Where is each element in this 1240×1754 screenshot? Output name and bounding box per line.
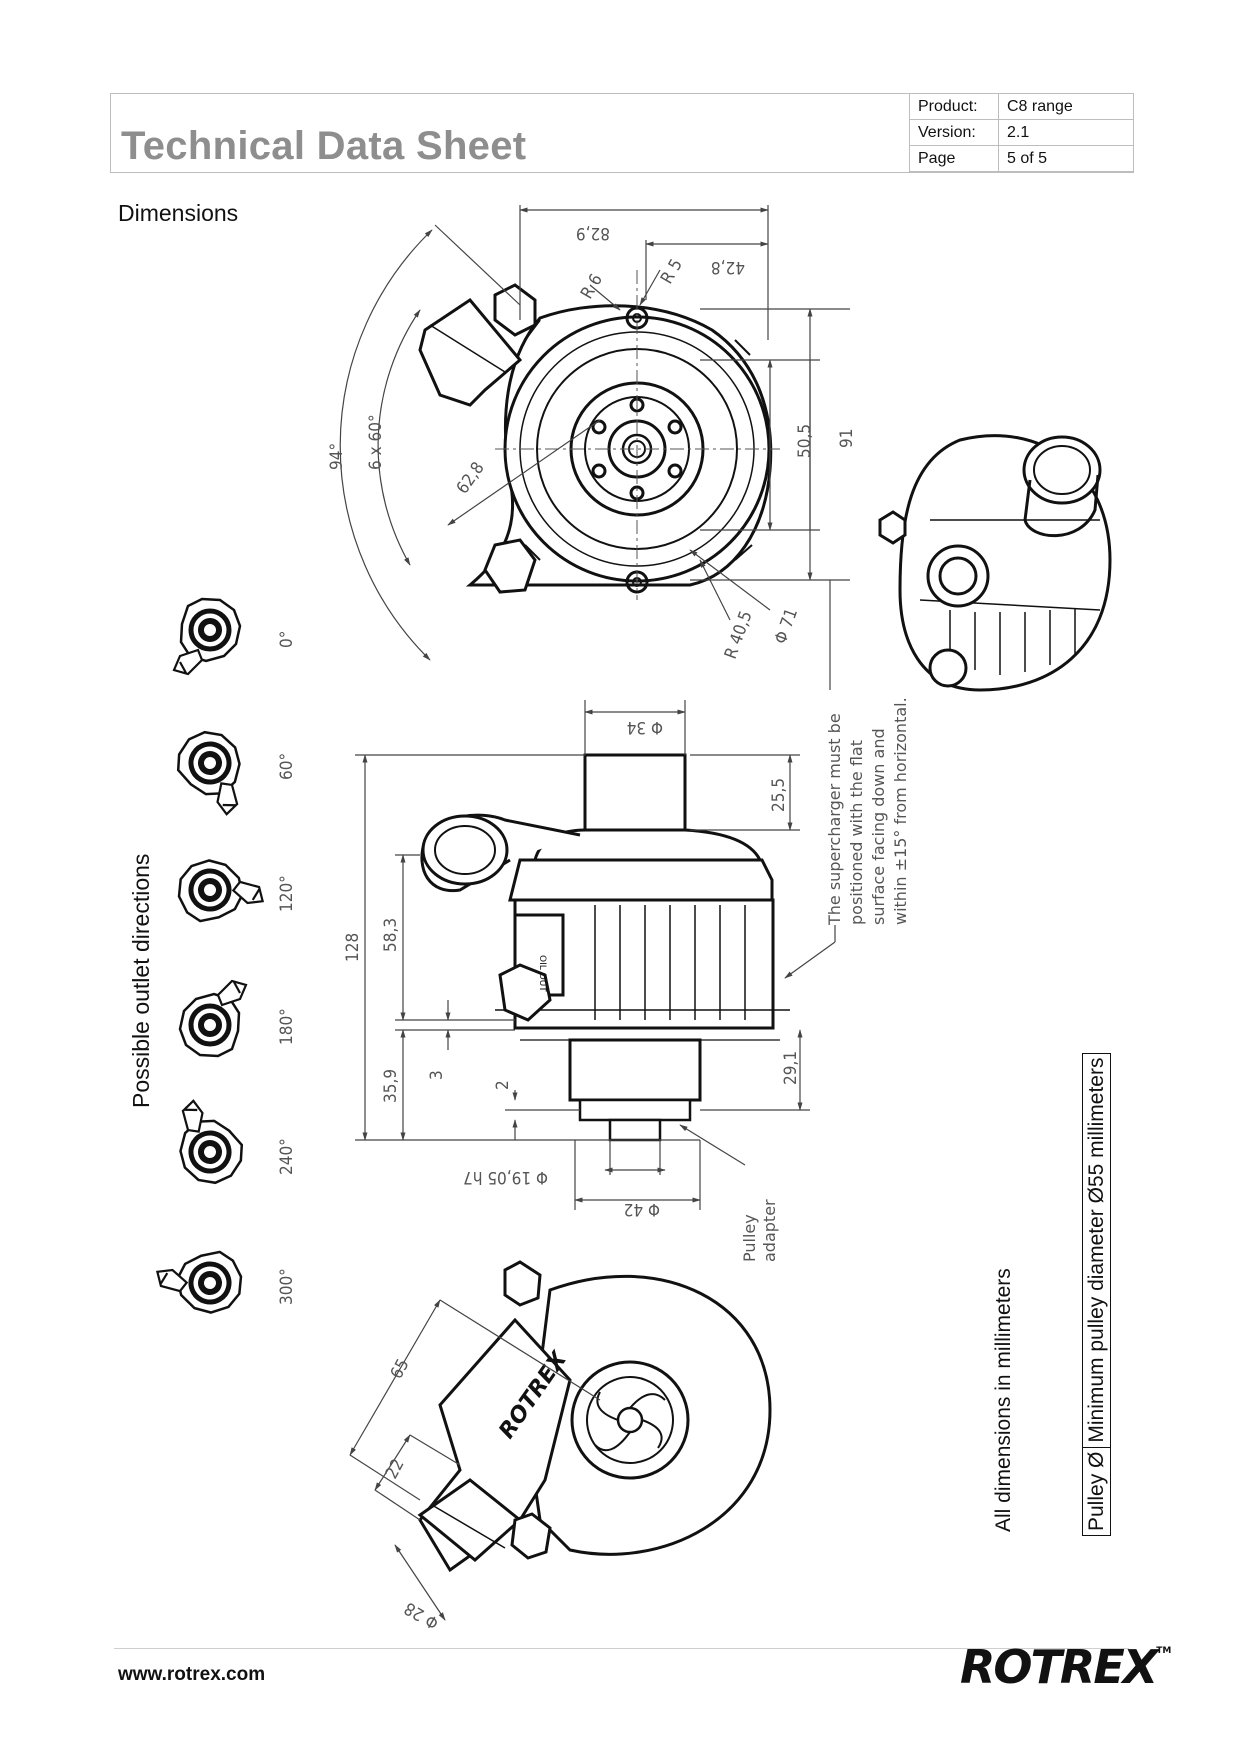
dim-r40-5: R 40,5	[721, 608, 757, 661]
dim-6x60: 6 x 60°	[366, 414, 386, 470]
dim-3: 3	[427, 1070, 447, 1080]
angle-240: 240°	[277, 1138, 297, 1175]
outlet-mini-60	[165, 722, 263, 817]
dim-65: 65	[387, 1356, 414, 1383]
dim-phi28: Φ 28	[401, 1597, 442, 1633]
front-dims	[349, 1299, 601, 1621]
outlet-angle-labels: 0° 60° 120° 180° 240° 300°	[277, 631, 297, 1305]
angle-0: 0°	[277, 631, 297, 648]
mount-note-line1: The supercharger must be	[825, 713, 844, 926]
logo-text: ROTREX	[960, 1640, 1158, 1694]
side-dims	[355, 700, 836, 1210]
dim-62-8: 62,8	[453, 459, 489, 498]
section-title: Dimensions	[118, 200, 239, 226]
pulley-adapter-line1: Pulley	[740, 1214, 759, 1262]
outlet-mini-180	[180, 981, 246, 1056]
outlet-mini-120	[168, 842, 266, 937]
pulley-label: Pulley Ø	[1082, 1447, 1111, 1536]
header-box: Technical Data Sheet Product: C8 range V…	[110, 93, 1134, 173]
top-view	[418, 270, 780, 600]
dim-r5: R 5	[657, 256, 687, 288]
top-dims	[339, 205, 850, 690]
dim-phi42: Φ 42	[624, 1199, 660, 1219]
mount-note-line4: within ±15° from horizontal.	[891, 697, 910, 925]
footer-url[interactable]: www.rotrex.com	[118, 1664, 266, 1685]
outlet-directions	[154, 599, 266, 1331]
dim-128: 128	[343, 933, 363, 962]
pulley-value: Minimum pulley diameter Ø55 millimeters	[1082, 1053, 1111, 1448]
meta-value: 5 of 5	[998, 145, 1134, 172]
rotrex-logo: ROTREXTM	[960, 1640, 1171, 1694]
dim-42-8: 42,8	[711, 257, 745, 277]
pulley-adapter-label: Pulley adapter	[740, 1199, 779, 1262]
meta-row: Page 5 of 5	[909, 145, 1134, 172]
dim-58-3: 58,3	[381, 918, 401, 952]
all-dimensions-note: All dimensions in millimeters	[992, 1268, 1015, 1532]
meta-row: Version: 2.1	[909, 119, 1134, 146]
outlet-mini-0	[174, 599, 240, 674]
outlet-directions-title: Possible outlet directions	[128, 853, 154, 1108]
dim-phi71: Φ 71	[771, 606, 802, 647]
dim-phi19-05: Φ 19,05 h7	[463, 1167, 548, 1187]
dim-50-5: 50,5	[795, 424, 815, 458]
dim-94deg: 94°	[327, 443, 347, 470]
page-title: Technical Data Sheet	[121, 124, 527, 168]
mounting-note: The supercharger must be positioned with…	[825, 697, 910, 926]
dim-35-9: 35,9	[381, 1069, 401, 1103]
oil-out-label: OIL OUT	[537, 955, 547, 992]
mount-note-line2: positioned with the flat	[847, 740, 866, 925]
iso-view	[878, 434, 1112, 692]
dim-82-9: 82,9	[576, 223, 610, 243]
mount-note-line3: surface facing down and	[869, 728, 888, 925]
pulley-adapter-line2: adapter	[760, 1199, 779, 1262]
dim-r6: R 6	[577, 271, 607, 303]
side-view: OIL OUT	[420, 753, 790, 1142]
meta-table: Product: C8 range Version: 2.1 Page 5 of…	[909, 93, 1134, 172]
outlet-mini-300	[154, 1236, 252, 1331]
dim-29-1: 29,1	[781, 1051, 801, 1085]
top-bolts	[591, 397, 683, 501]
angle-300: 300°	[277, 1268, 297, 1305]
side-dim-labels: Φ 34 25,5 128 58,3 35,9 3 2 29,1 Φ 19,05…	[343, 717, 801, 1219]
angle-120: 120°	[277, 875, 297, 912]
pulley-table: Pulley Ø Minimum pulley diameter Ø55 mil…	[1082, 1053, 1111, 1536]
side-inlet-pipe	[583, 753, 687, 832]
pulley-row: Pulley Ø Minimum pulley diameter Ø55 mil…	[1082, 1053, 1111, 1536]
meta-key: Version:	[909, 119, 999, 146]
dim-phi34: Φ 34	[627, 717, 663, 737]
dim-91: 91	[837, 429, 857, 448]
trademark-mark: TM	[1156, 1646, 1172, 1656]
angle-180: 180°	[277, 1008, 297, 1045]
outlet-mini-240	[157, 1099, 255, 1194]
dim-25-5: 25,5	[769, 778, 789, 812]
angle-60: 60°	[277, 753, 297, 780]
footer-divider	[114, 1648, 1129, 1649]
front-view: ROTREX	[417, 1260, 772, 1573]
dim-2: 2	[493, 1080, 513, 1090]
